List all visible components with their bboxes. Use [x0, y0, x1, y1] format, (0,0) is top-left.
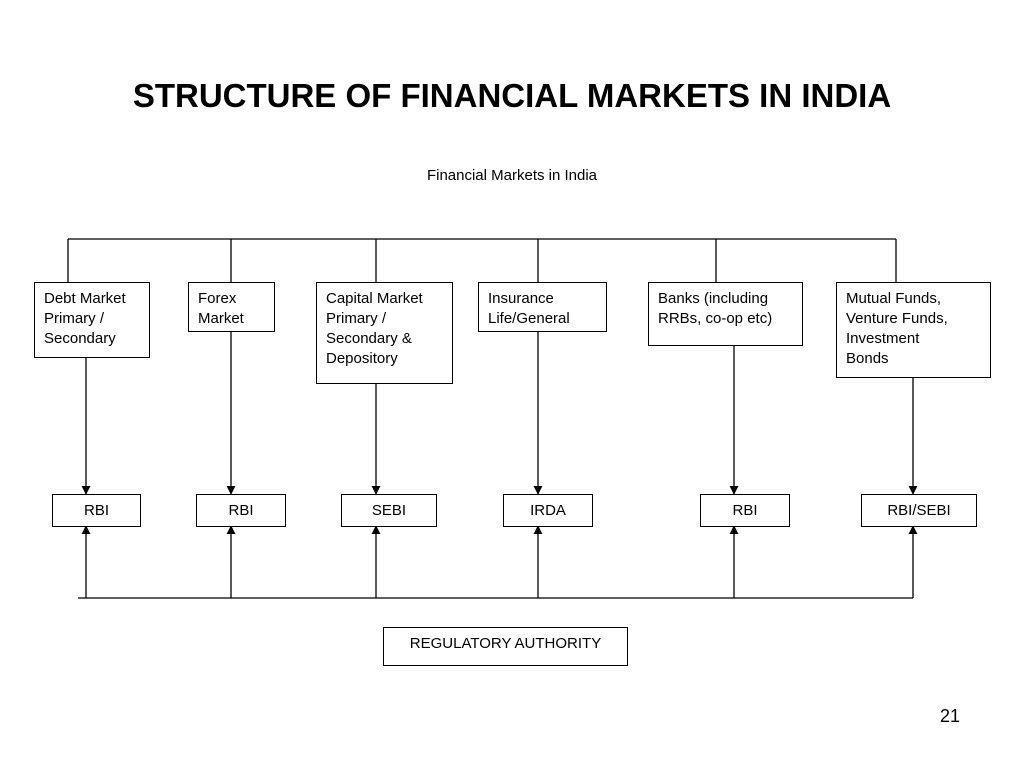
- slide-title: STRUCTURE OF FINANCIAL MARKETS IN INDIA: [132, 77, 892, 114]
- regulator-box-insurance: IRDA: [503, 494, 593, 527]
- market-box-mutual: Mutual Funds, Venture Funds, Investment …: [836, 282, 991, 378]
- root-node-label: Financial Markets in India: [426, 167, 598, 184]
- regulator-box-mutual: RBI/SEBI: [861, 494, 977, 527]
- regulator-box-forex: RBI: [196, 494, 286, 527]
- regulator-box-capital: SEBI: [341, 494, 437, 527]
- market-box-capital: Capital Market Primary / Secondary & Dep…: [316, 282, 453, 384]
- regulator-box-banks: RBI: [700, 494, 790, 527]
- market-box-insurance: Insurance Life/General: [478, 282, 607, 332]
- regulatory-authority-box: REGULATORY AUTHORITY: [383, 627, 628, 666]
- regulator-box-debt: RBI: [52, 494, 141, 527]
- market-box-debt: Debt Market Primary / Secondary: [34, 282, 150, 358]
- market-box-banks: Banks (including RRBs, co-op etc): [648, 282, 803, 346]
- market-box-forex: Forex Market: [188, 282, 275, 332]
- page-number: 21: [939, 706, 961, 726]
